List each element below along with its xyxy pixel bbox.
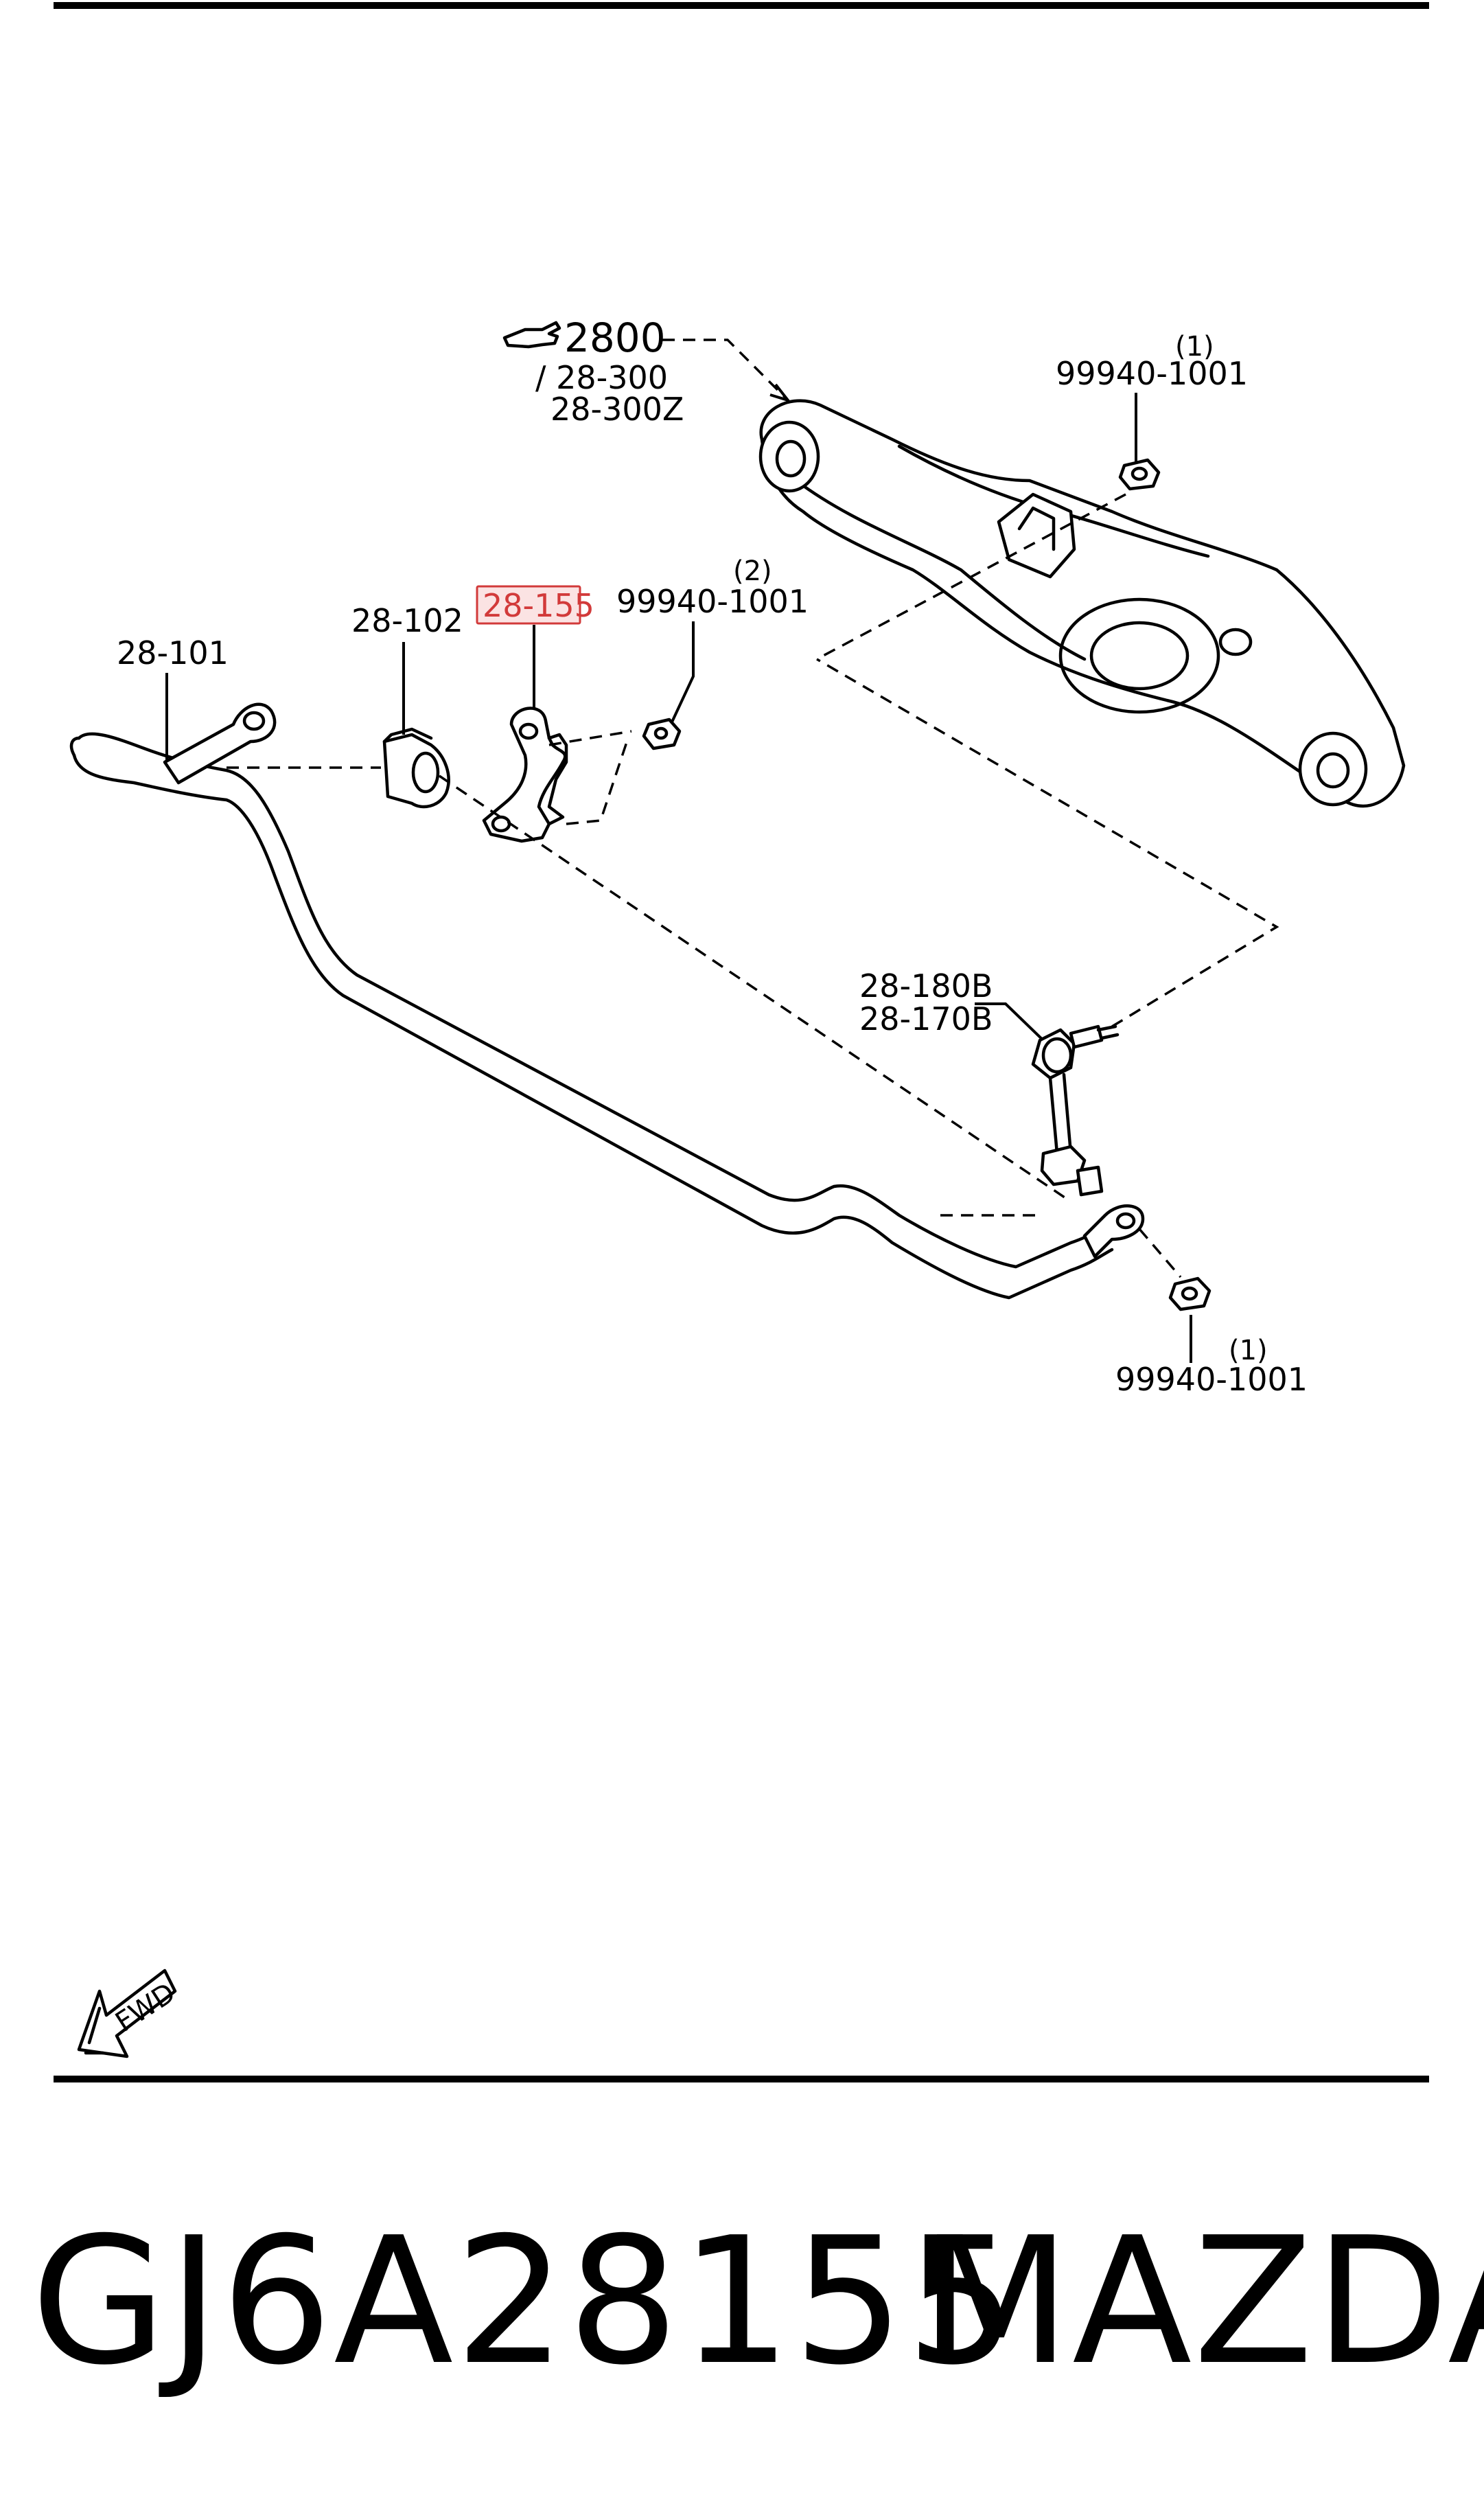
lower-control-arm [758,399,1406,808]
nut-bracket [642,718,682,750]
stabilizer-bar [69,702,1145,1300]
callout-28-300: / 28-300 [535,359,668,396]
callout-28-101: 28-101 [117,634,229,672]
callout-28-155: 28-155 [483,587,594,624]
nut-top [1118,458,1161,491]
callout-nut-bottom: 99940-1001 [1115,1361,1308,1398]
callout-28-102: 28-102 [351,602,463,639]
callout-28-155-box [476,585,581,625]
callout-nut-bracket-qty: (2) [733,555,772,587]
stabilizer-link [1031,1024,1120,1197]
callout-nut-top-qty: (1) [1175,331,1214,363]
bushing [382,727,450,809]
callout-nut-bottom-qty: (1) [1229,1335,1268,1366]
callout-nut-bracket: 99940-1001 [616,583,809,620]
callout-28-170b: 28-170B [859,1000,993,1037]
hand-pointer-icon [502,321,561,349]
callout-28-180b: 28-180B [859,967,993,1005]
caption-part-number: GJ6A28155 [31,2200,1019,2404]
callout-2800: 2800 [564,314,666,361]
bracket-28-155 [482,707,568,843]
callout-28-300z: 28-300Z [550,391,684,428]
fwd-arrow-icon: FWD [77,1969,181,2058]
callout-nut-top: 99940-1001 [1056,355,1248,392]
nut-bottom [1168,1276,1211,1311]
caption-brand: MAZDA [920,2200,1484,2404]
